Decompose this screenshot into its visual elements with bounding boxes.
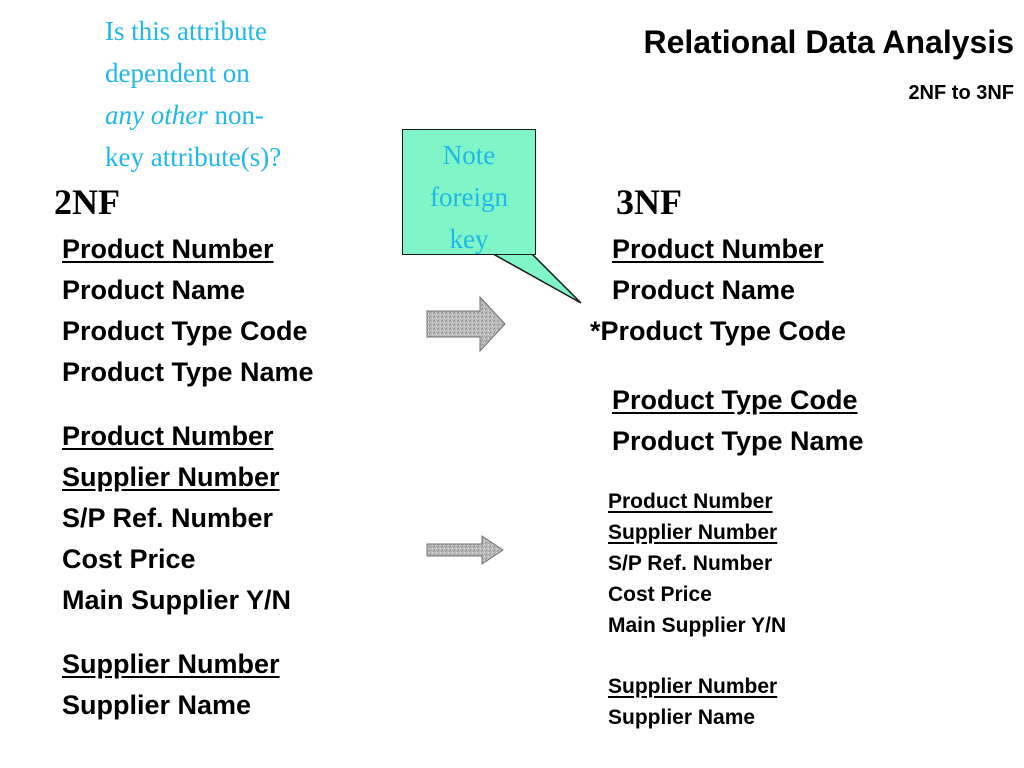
question-text: Is this attribute dependent on any other… — [105, 10, 365, 178]
attribute: Main Supplier Y/N — [62, 585, 292, 615]
slide-title: Relational Data Analysis — [643, 24, 1015, 60]
right-entity-product: Product Number Product Name *Product Typ… — [590, 229, 846, 352]
attribute-key: Supplier Number — [62, 649, 280, 679]
left-entity-product: Product Number Product Name Product Type… — [62, 229, 314, 393]
note-line-2: foreign — [430, 182, 508, 212]
attribute: Main Supplier Y/N — [608, 614, 787, 637]
question-emphasis: any other — [105, 100, 208, 130]
right-arrow-icon — [426, 535, 504, 565]
attribute: Supplier Name — [608, 706, 756, 729]
question-line-1: Is this attribute — [105, 16, 267, 46]
right-entity-supplier: Supplier Number Supplier Name — [608, 671, 777, 733]
attribute: Supplier Name — [62, 690, 252, 720]
foreign-key-note: Note foreign key — [402, 129, 536, 255]
right-entity-supplier-product: Product Number Supplier Number S/P Ref. … — [608, 486, 786, 641]
attribute-key: Product Type Code — [612, 385, 858, 415]
attribute: Product Type Name — [62, 357, 314, 387]
attribute-key: Product Number — [608, 490, 773, 513]
attribute-key: Product Number — [62, 421, 274, 451]
attribute-key: Product Number — [612, 234, 824, 264]
attribute-key: Product Number — [62, 234, 274, 264]
attribute-key: Supplier Number — [608, 675, 778, 698]
right-arrow-icon — [426, 296, 506, 352]
attribute: Product Name — [62, 275, 246, 305]
note-line-3: key — [449, 224, 489, 254]
question-line-3-rest: non- — [207, 100, 264, 130]
left-entity-supplier-product: Product Number Supplier Number S/P Ref. … — [62, 416, 291, 621]
attribute: Cost Price — [608, 583, 712, 606]
attribute: S/P Ref. Number — [62, 503, 274, 533]
right-entity-product-type: Product Type Code Product Type Name — [612, 380, 864, 462]
attribute: S/P Ref. Number — [608, 552, 773, 575]
left-entity-supplier: Supplier Number Supplier Name — [62, 644, 280, 726]
attribute-key: Supplier Number — [62, 462, 280, 492]
label-3nf: 3NF — [616, 182, 682, 222]
question-line-4: key attribute(s)? — [105, 142, 282, 172]
label-2nf: 2NF — [54, 182, 120, 222]
question-line-3: any other non- — [105, 94, 365, 136]
attribute-foreign-key: *Product Type Code — [590, 316, 847, 346]
callout-join — [487, 250, 527, 254]
question-line-2: dependent on — [105, 58, 250, 88]
attribute-key: Supplier Number — [608, 521, 778, 544]
note-line-1: Note — [442, 140, 496, 170]
slide-subtitle: 2NF to 3NF — [908, 82, 1014, 104]
attribute: Product Name — [612, 275, 796, 305]
attribute: Product Type Code — [62, 316, 308, 346]
attribute: Cost Price — [62, 544, 196, 574]
attribute: Product Type Name — [612, 426, 864, 456]
